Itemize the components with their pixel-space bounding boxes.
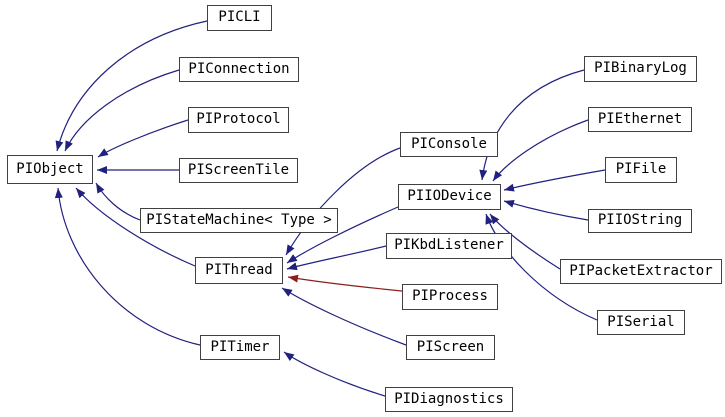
inheritance-edge-PIConnection-to-PIObject [64, 69, 180, 152]
inheritance-edge-PIPacketExtractor-to-PIIODevice [489, 213, 561, 270]
class-node-PIIOString[interactable]: PIIOString [588, 209, 692, 233]
class-node-PIProcess[interactable]: PIProcess [402, 284, 498, 310]
class-node-PIIODevice[interactable]: PIIODevice [398, 184, 501, 210]
class-node-PIBinaryLog[interactable]: PIBinaryLog [584, 56, 697, 82]
class-node-PIFile[interactable]: PIFile [605, 157, 677, 183]
class-node-PIEthernet[interactable]: PIEthernet [588, 107, 692, 132]
class-node-PIPacketExtractor[interactable]: PIPacketExtractor [560, 259, 722, 284]
inheritance-edge-PIDiagnostics-to-PITimer [283, 351, 386, 397]
class-node-PISerial[interactable]: PISerial [597, 310, 685, 335]
class-node-PIScreenTile[interactable]: PIScreenTile [179, 158, 298, 183]
class-node-PIStateMachine[interactable]: PIStateMachine< Type > [140, 208, 338, 233]
class-node-PIDiagnostics[interactable]: PIDiagnostics [385, 387, 513, 412]
inheritance-edge-PIProtocol-to-PIObject [97, 119, 189, 158]
class-node-PITimer[interactable]: PITimer [200, 335, 280, 360]
inheritance-edge-PIBinaryLog-to-PIIODevice [479, 69, 585, 181]
inheritance-edge-PIConsole-to-PIThread [285, 147, 401, 256]
inheritance-edge-PIFile-to-PIIODevice [503, 169, 606, 192]
class-node-PIScreen[interactable]: PIScreen [406, 335, 495, 360]
inheritance-edge-PIIOString-to-PIIODevice [503, 200, 589, 221]
inheritance-edge-PISerial-to-PIIODevice [485, 213, 598, 321]
inheritance-edge-PIThread-to-PIObject [75, 187, 196, 267]
inheritance-edge-PITimer-to-PIObject [54, 187, 201, 346]
inheritance-edge-PIKbdListener-to-PIThread [286, 245, 387, 271]
class-node-PIConnection[interactable]: PIConnection [179, 57, 299, 82]
inheritance-edge-PICLI-to-PIObject [55, 20, 208, 152]
inheritance-edge-PIScreen-to-PIThread [281, 287, 407, 346]
inheritance-edge-PIIODevice-to-PIThread [286, 206, 399, 264]
class-node-PIThread[interactable]: PIThread [195, 257, 283, 284]
class-node-PIConsole[interactable]: PIConsole [400, 132, 498, 157]
class-node-PICLI[interactable]: PICLI [207, 5, 272, 31]
class-node-PIObject[interactable]: PIObject [7, 155, 93, 184]
inheritance-edge-PIProcess-to-PIThread [287, 274, 403, 292]
class-node-PIKbdListener[interactable]: PIKbdListener [386, 233, 512, 259]
inheritance-edge-PIEthernet-to-PIIODevice [492, 119, 589, 182]
class-node-PIProtocol[interactable]: PIProtocol [188, 107, 289, 133]
inheritance-edge-PIStateMachine-to-PIObject [95, 182, 141, 221]
